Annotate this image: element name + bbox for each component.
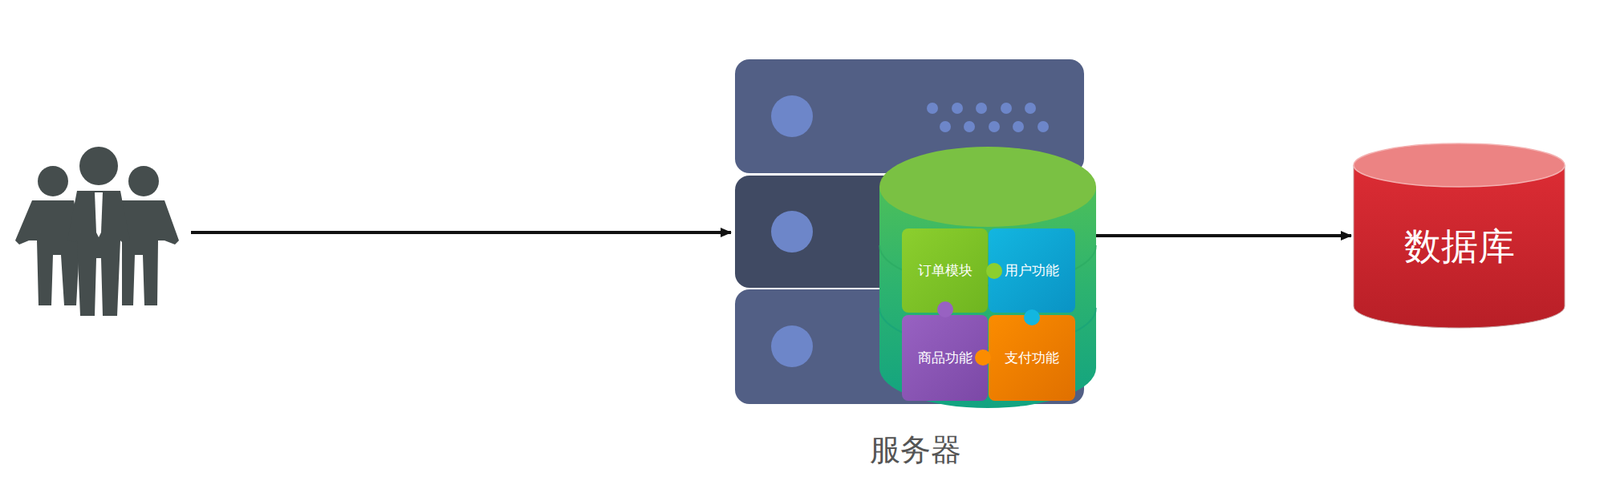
module-label: 订单模块: [917, 261, 973, 281]
database-node: 数据库: [1352, 142, 1566, 329]
people-icon: [15, 146, 179, 317]
module-label: 支付功能: [1004, 349, 1060, 368]
flow-arrow: [1096, 234, 1352, 238]
module-piece: 订单模块: [901, 228, 988, 313]
module-piece: 用户功能: [988, 228, 1076, 313]
database-label: 数据库: [1404, 222, 1515, 273]
user-request-arrow: [190, 231, 731, 235]
module-label: 商品功能: [917, 349, 973, 368]
module-label: 用户功能: [1004, 261, 1060, 281]
module-piece: 支付功能: [988, 315, 1076, 402]
module-piece: 商品功能: [901, 315, 988, 402]
server-node: 服务器 订单模块 用户功能商品功能 支付功能: [735, 59, 1097, 469]
server-label: 服务器: [735, 430, 1097, 472]
